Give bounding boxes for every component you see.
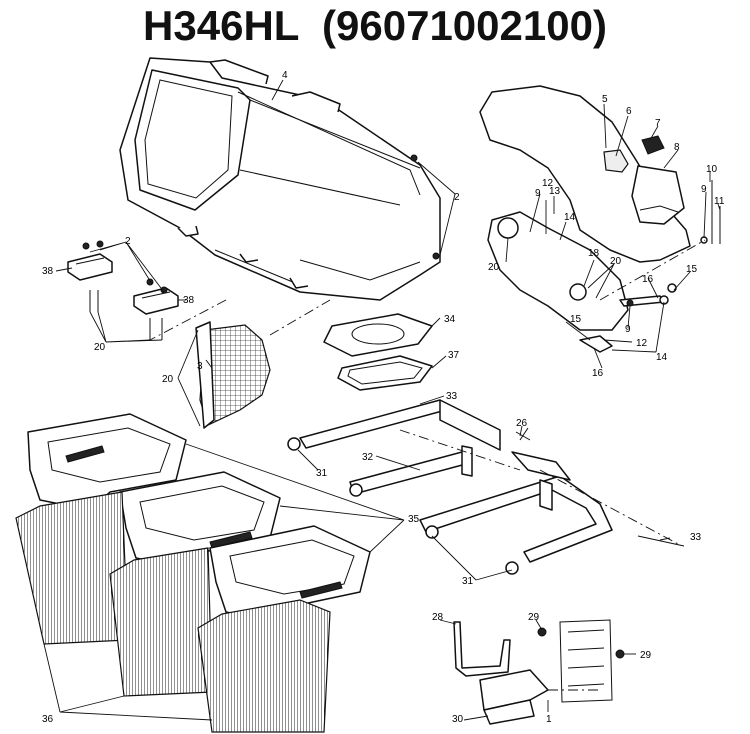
alignment-lines [149, 239, 706, 691]
callout-5: 5 [602, 94, 608, 105]
screen-frame [195, 321, 215, 429]
callout-37: 37 [448, 350, 460, 361]
spring [667, 283, 677, 293]
long-bolt [637, 535, 685, 547]
grass-bag [15, 491, 129, 645]
callout-2: 2 [125, 236, 131, 247]
callout-20: 20 [94, 342, 106, 353]
callout-1: 1 [546, 714, 552, 725]
callout-38: 38 [42, 266, 54, 277]
callout-10: 10 [706, 164, 718, 175]
callout-33: 33 [690, 532, 702, 543]
callout-12: 12 [542, 178, 554, 189]
callout-35: 35 [408, 514, 420, 525]
callout-8: 8 [674, 142, 680, 153]
spring-pin [515, 427, 531, 441]
callout-20: 20 [488, 262, 500, 273]
callout-30: 30 [452, 714, 464, 725]
callout-14: 14 [656, 352, 668, 363]
callout-38: 38 [183, 295, 195, 306]
callout-36: 36 [42, 714, 54, 725]
callout-29: 29 [640, 650, 652, 661]
callout-15: 15 [570, 314, 582, 325]
callout-9: 9 [535, 188, 541, 199]
part-number: (96071002100) [322, 2, 607, 49]
grass-bag [109, 547, 213, 697]
callout-16: 16 [642, 274, 654, 285]
callout-31: 31 [462, 576, 474, 587]
callout-26: 26 [516, 418, 528, 429]
callout-2: 2 [454, 192, 460, 203]
catcher-cover [119, 57, 441, 301]
callout-18: 18 [588, 248, 600, 259]
callout-28: 28 [432, 612, 444, 623]
grass-bag [197, 599, 331, 733]
bag-holder [209, 525, 371, 623]
washer [626, 299, 634, 307]
callout-6: 6 [626, 106, 632, 117]
hitch-assembly [453, 619, 625, 725]
mounting-bracket [67, 240, 113, 281]
discharge-chute [479, 85, 691, 331]
callout-12: 12 [636, 338, 648, 349]
callout-7: 7 [655, 118, 661, 129]
callout-3: 3 [197, 361, 203, 372]
callout-11: 11 [714, 196, 725, 207]
callout-20: 20 [162, 374, 174, 385]
hinge-pin [579, 335, 613, 353]
callout-labels: 4 2 2 38 38 20 20 3 5 6 7 8 10 9 11 12 9… [42, 70, 725, 725]
gasket-34 [323, 313, 433, 357]
callout-29: 29 [528, 612, 540, 623]
catcher-frame [287, 399, 613, 575]
callout-32: 32 [362, 452, 374, 463]
callout-9: 9 [701, 184, 707, 195]
callout-4: 4 [282, 70, 288, 81]
mounting-bracket [133, 278, 179, 315]
callout-15: 15 [686, 264, 698, 275]
diagram-title: H346HL (96071002100) [0, 2, 750, 50]
callout-14: 14 [564, 212, 576, 223]
callout-13: 13 [549, 186, 561, 197]
callout-33: 33 [446, 391, 458, 402]
callout-31: 31 [316, 468, 328, 479]
callout-9: 9 [625, 324, 631, 335]
callout-20: 20 [610, 256, 622, 267]
bag-holder [27, 413, 187, 511]
callout-16: 16 [592, 368, 604, 379]
leader-lines [43, 79, 721, 721]
callout-34: 34 [444, 314, 456, 325]
model-name: H346HL [143, 2, 299, 49]
